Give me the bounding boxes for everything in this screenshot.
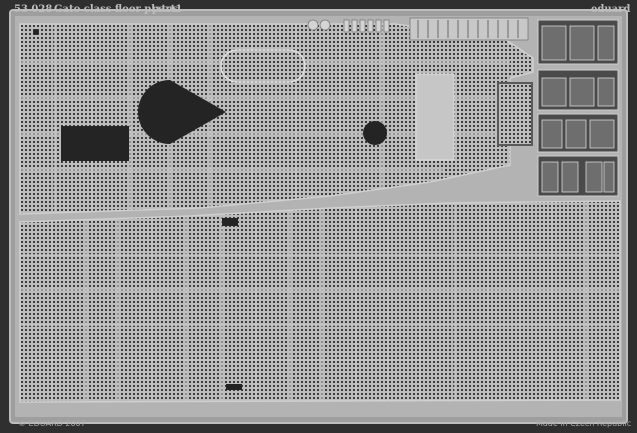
marker-dot (33, 29, 39, 35)
lower-plate-grid (20, 201, 620, 402)
side-box-panels (541, 25, 615, 193)
oval-panel (220, 49, 306, 83)
sheet-part: part1 (152, 4, 182, 15)
lower-tab-right (226, 384, 242, 390)
sheet-title: Gato class floor plates (54, 4, 179, 15)
hatch-cutout-rect (61, 126, 129, 161)
hatch-cutout-circle (363, 121, 387, 145)
origin: Made in Czech Republic (536, 419, 631, 428)
grate-panel (497, 82, 533, 146)
sheet-code: 53 028 (14, 4, 52, 15)
plain-panel (415, 73, 455, 161)
brand-logo: eduard (591, 4, 630, 15)
hatch-cutout-teardrop (138, 80, 226, 144)
copyright: © EDUARD 2007 (18, 419, 86, 428)
small-strips-top (417, 20, 519, 38)
lower-floor-plate (19, 200, 621, 403)
lower-tab-left (222, 218, 238, 226)
